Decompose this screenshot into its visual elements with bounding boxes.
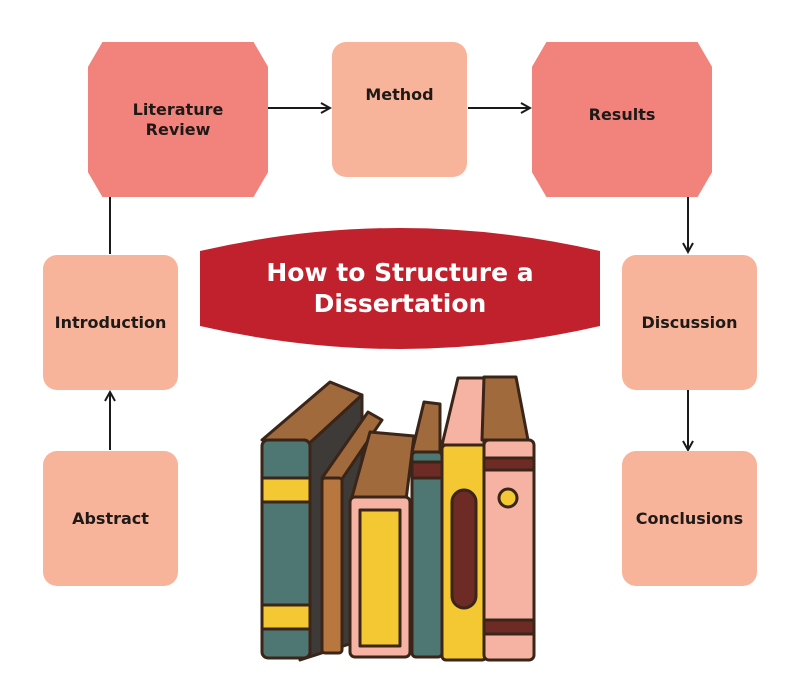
title-banner	[200, 228, 600, 349]
step-conclusions-label: Conclusions	[635, 508, 744, 528]
step-method-label: Method	[365, 84, 434, 104]
diagram-title: How to Structure a Dissertation	[266, 257, 534, 318]
book-brown	[320, 476, 344, 655]
step-method: Method	[332, 42, 467, 177]
step-discussion-label: Discussion	[641, 312, 738, 332]
book-teal-thin	[410, 450, 444, 659]
step-results: Results	[532, 42, 712, 197]
book-yellow-pages	[440, 376, 486, 447]
step-literature-review: Literature Review	[88, 42, 268, 197]
step-discussion: Discussion	[622, 255, 757, 390]
step-conclusions: Conclusions	[622, 451, 757, 586]
book-pink-tall	[482, 438, 536, 662]
step-results-label: Results	[588, 104, 656, 124]
step-abstract-label: Abstract	[72, 508, 149, 528]
step-introduction: Introduction	[43, 255, 178, 390]
books-illustration	[260, 375, 536, 662]
step-literature-review-label: Literature Review	[132, 100, 224, 139]
step-abstract: Abstract	[43, 451, 178, 586]
step-introduction-label: Introduction	[54, 312, 167, 332]
